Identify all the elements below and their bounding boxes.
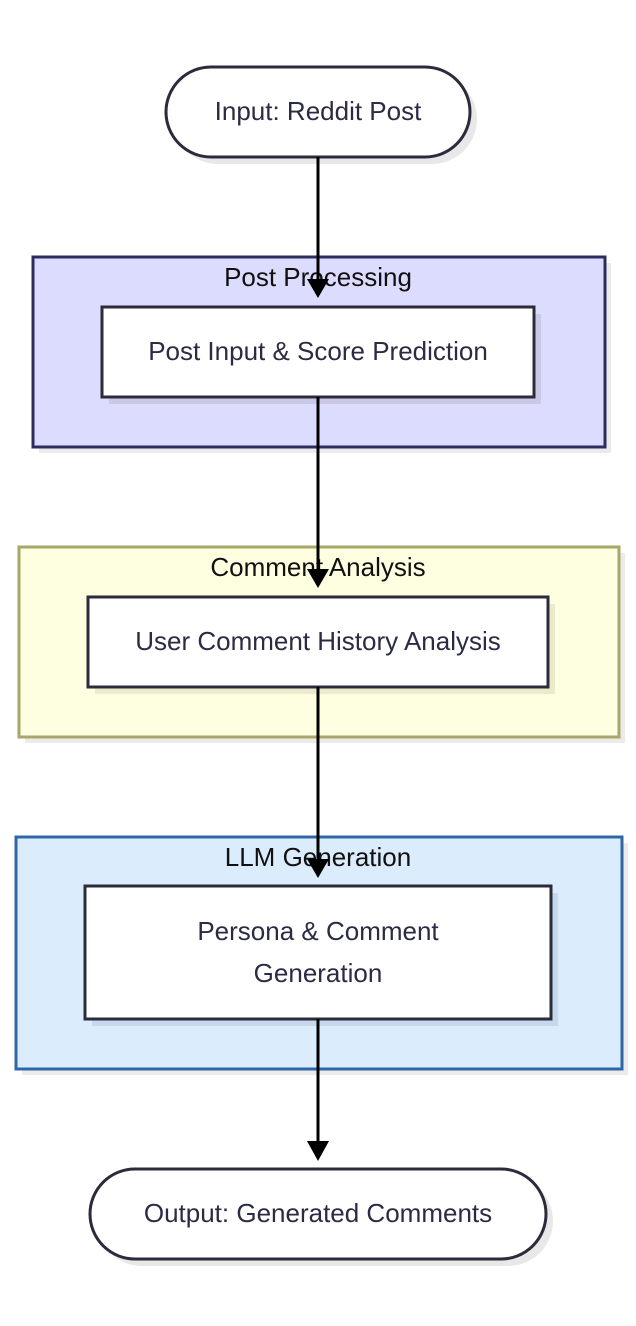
input-node: Input: Reddit Post: [164, 65, 477, 164]
step-persona-label-line-1: Persona & Comment: [197, 916, 439, 946]
connectors: [307, 157, 329, 1161]
step-comment-history-box: [86, 595, 550, 689]
step-post-input-box: [100, 305, 536, 399]
step-comment-history-label: User Comment History Analysis: [135, 626, 501, 656]
arrowhead-icon: [307, 1141, 329, 1161]
step-persona-comment-generation: Persona & Comment Generation: [83, 884, 558, 1026]
output-node-label: Output: Generated Comments: [144, 1198, 492, 1228]
step-post-input-label: Post Input & Score Prediction: [148, 336, 488, 366]
arrowhead-icon: [307, 569, 329, 588]
step-user-comment-history-analysis: User Comment History Analysis: [86, 595, 555, 694]
output-node-shape: [88, 1167, 548, 1261]
arrowhead-icon: [307, 279, 329, 298]
step-persona-box: [83, 884, 553, 1021]
input-node-label: Input: Reddit Post: [215, 96, 422, 126]
output-node: Output: Generated Comments: [88, 1167, 553, 1266]
step-persona-label-line-2: Generation: [254, 958, 383, 988]
step-post-input-score-prediction: Post Input & Score Prediction: [100, 305, 541, 404]
arrowhead-icon: [307, 859, 329, 878]
